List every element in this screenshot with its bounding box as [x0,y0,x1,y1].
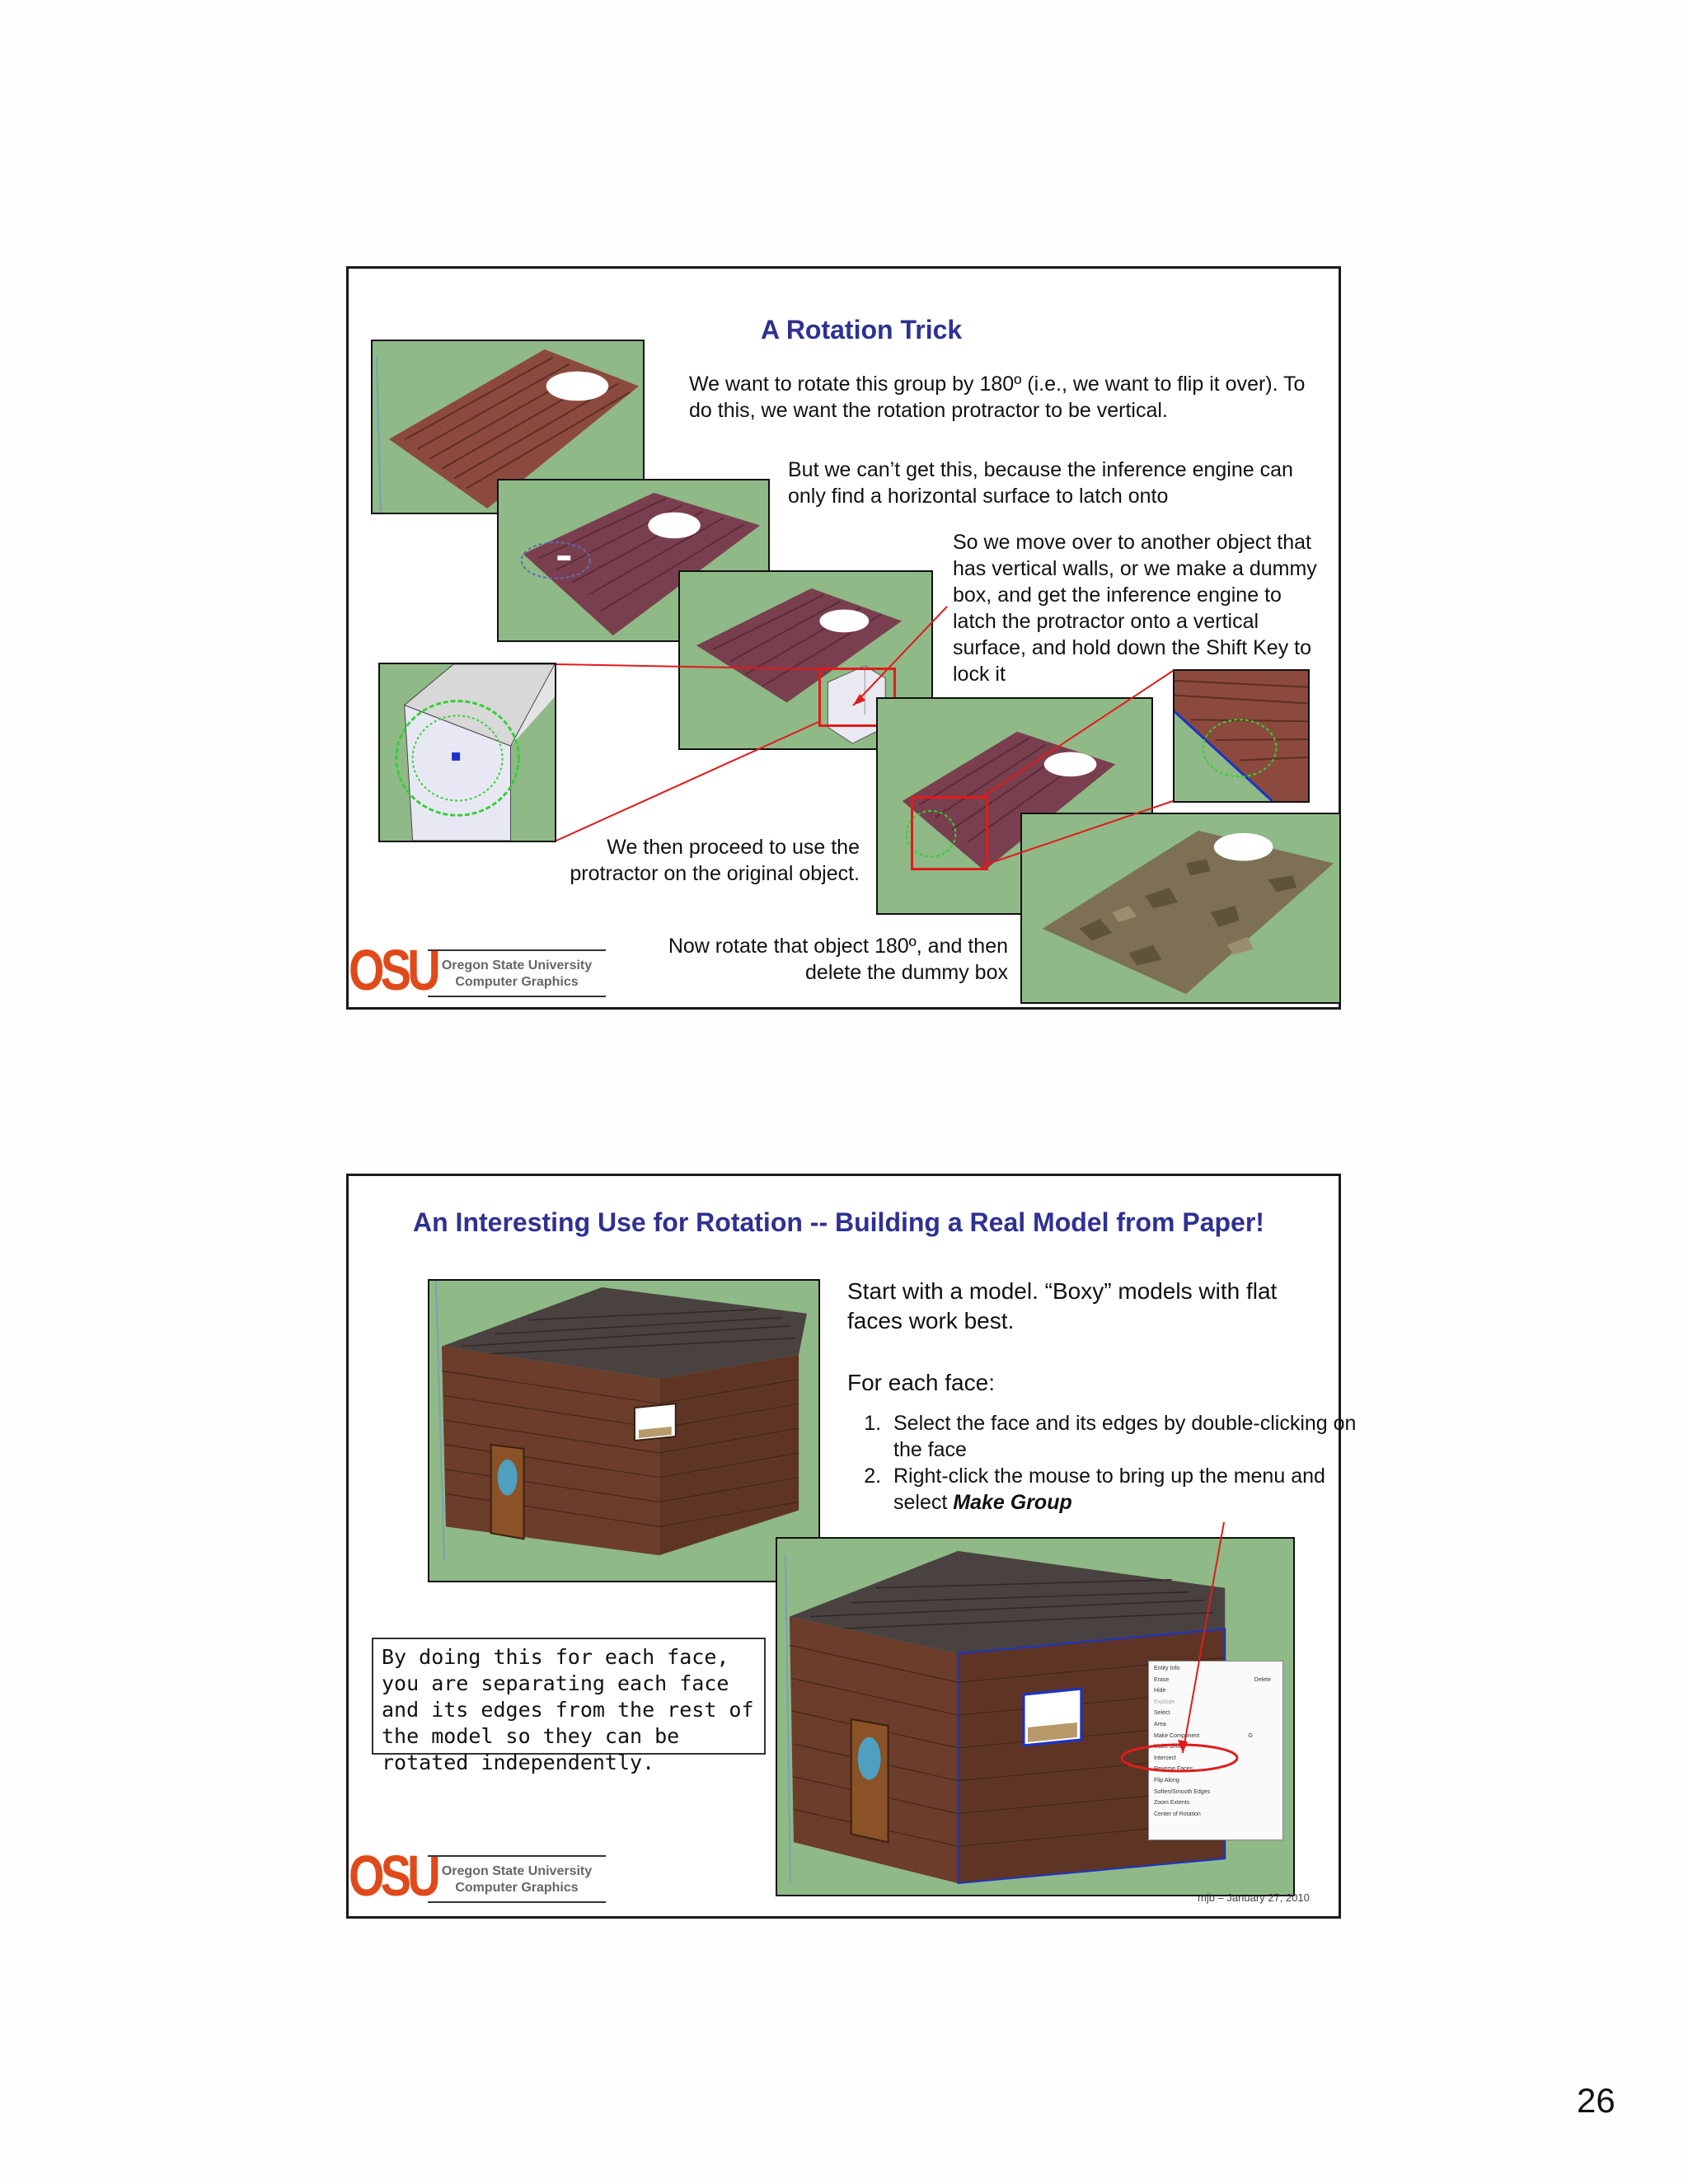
context-menu-item[interactable]: Zoom Extents [1154,1800,1190,1807]
context-menu-item[interactable]: Flip Along [1154,1777,1179,1783]
context-menu-item-label: Erase [1154,1676,1170,1683]
osu-logo: OSU [349,938,441,1002]
context-menu-item[interactable]: Area [1154,1721,1166,1727]
callout-note: By doing this for each face, you are sep… [372,1638,766,1774]
screenshot-house-model [428,1279,820,1582]
slide-rotation-trick: A Rotation Trick We want to rotate this … [346,266,1341,1010]
context-menu-item[interactable]: Intersect [1154,1755,1176,1761]
page-number: 26 [1577,2081,1615,2120]
osu-logo: OSU [349,1844,441,1908]
context-menu: Entity Info Erase Delete Hide Explode Se… [1148,1661,1283,1840]
osu-name: Oregon State University Computer Graphic… [428,949,606,997]
slide-building-paper-model: An Interesting Use for Rotation -- Build… [346,1174,1356,1919]
text-start-model: Start with a model. “Boxy” models with f… [847,1278,1278,1333]
text-intro: We want to rotate this group by 180º (i.… [689,373,1306,422]
screenshot-rotated-result [1020,813,1341,1004]
org-line-2: Computer Graphics [455,1881,579,1895]
context-menu-item[interactable]: Make Component G [1154,1731,1278,1742]
context-menu-item[interactable]: Center of Rotation [1154,1811,1201,1817]
step-item: Right-click the mouse to bring up the me… [887,1463,1365,1516]
highlight-box-original [911,796,988,870]
context-menu-item[interactable]: Select [1154,1710,1170,1717]
text-rotate-delete: Now rotate that object 180º, and then de… [668,935,1008,984]
step-emphasis: Make Group [953,1491,1072,1514]
context-menu-item-label: Make Component [1154,1732,1200,1739]
text-inference-limit: But we can’t get this, because the infer… [788,458,1293,508]
text-use-protractor: We then proceed to use the protractor on… [570,836,860,885]
footer-date: mjb – January 27, 2010 [1198,1891,1310,1904]
screenshot-vertical-protractor-zoom [378,663,556,842]
org-line-1: Oregon State University [441,1864,593,1878]
context-menu-item[interactable]: Explode [1154,1699,1175,1705]
step-item: Select the face and its edges by double-… [887,1410,1365,1463]
slide-title: A Rotation Trick [761,315,963,344]
context-menu-item[interactable]: Entity Info [1154,1666,1180,1671]
context-menu-item[interactable]: Erase Delete [1154,1675,1278,1686]
context-menu-item-make-group[interactable]: Make Group [1154,1744,1186,1750]
context-menu-shortcut: Delete [1254,1676,1271,1683]
screenshot-edge-zoom [1173,669,1310,803]
step-text: Right-click the mouse to bring up the me… [893,1465,1325,1514]
context-menu-item[interactable]: Reverse Faces [1154,1766,1193,1773]
text-for-each-face: For each face: [847,1370,995,1395]
screenshot-house-context-menu: Entity Info Erase Delete Hide Explode Se… [776,1537,1295,1896]
context-menu-item[interactable]: Soften/Smooth Edges [1154,1788,1211,1795]
text-dummy-box: So we move over to another object that h… [953,531,1317,686]
context-menu-shortcut: G [1248,1732,1253,1739]
org-line-1: Oregon State University [441,958,593,972]
osu-name: Oregon State University Computer Graphic… [428,1855,606,1903]
context-menu-item[interactable]: Hide [1154,1688,1166,1694]
org-line-2: Computer Graphics [455,975,579,989]
steps-list: Select the face and its edges by double-… [847,1410,1365,1516]
slide-title: An Interesting Use for Rotation -- Build… [413,1207,1264,1237]
